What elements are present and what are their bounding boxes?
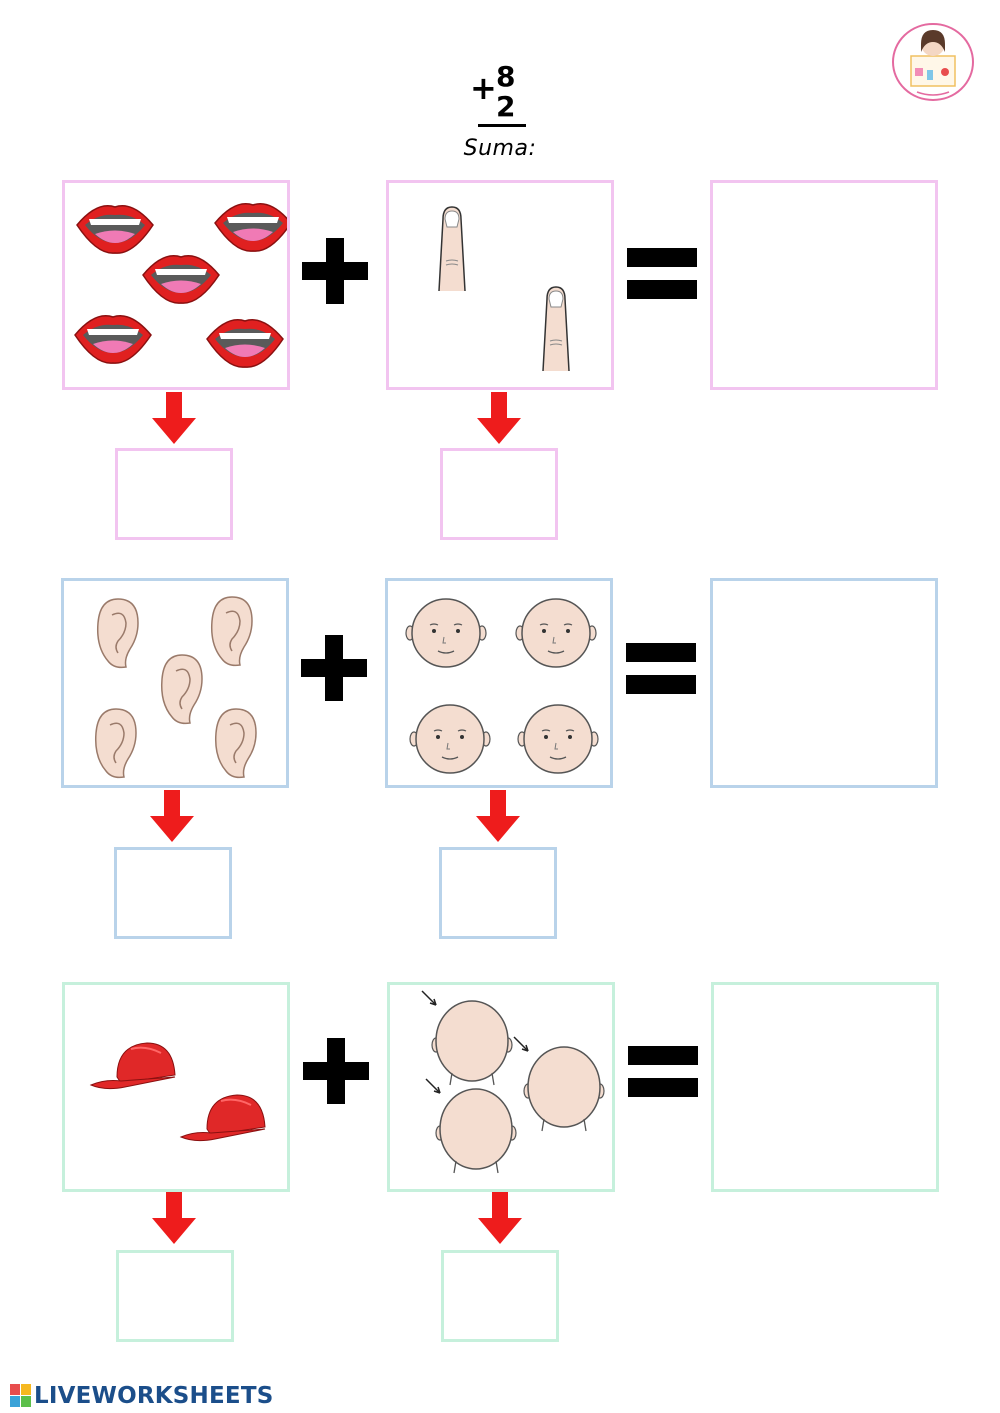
fingers-group xyxy=(438,206,570,372)
down-arrow-icon xyxy=(477,392,521,444)
row3-left-picture-box xyxy=(62,982,290,1192)
row2-left-count-box[interactable] xyxy=(114,847,232,939)
mouths-group xyxy=(74,203,287,368)
equals-sign-icon xyxy=(628,1046,698,1098)
mouth-icon xyxy=(74,315,152,364)
head-icon xyxy=(425,1078,517,1174)
equals-sign-icon xyxy=(627,248,697,300)
head-icon xyxy=(513,1036,605,1132)
heads-group xyxy=(421,990,605,1174)
plus-sign-icon xyxy=(302,238,368,304)
row2-left-picture-box xyxy=(61,578,289,788)
row2-result-box[interactable] xyxy=(710,578,938,788)
sum-operator: + xyxy=(470,69,497,107)
ear-icon xyxy=(214,708,257,779)
down-arrow-icon xyxy=(476,790,520,842)
caps-group xyxy=(90,1042,266,1142)
author-logo-icon xyxy=(892,23,974,101)
ear-icon xyxy=(96,598,139,669)
liveworksheets-logo-icon xyxy=(10,1384,31,1407)
mouth-icon xyxy=(206,319,284,368)
mouth-icon xyxy=(142,255,220,304)
down-arrow-icon xyxy=(150,790,194,842)
mouth-icon xyxy=(76,205,154,254)
row3-right-count-box[interactable] xyxy=(441,1250,559,1342)
footer-brand[interactable]: LIVEWORKSHEETS xyxy=(10,1381,273,1411)
row1-right-count-box[interactable] xyxy=(440,448,558,540)
ears-group xyxy=(94,596,257,779)
down-arrow-icon xyxy=(478,1192,522,1244)
row3-left-count-box[interactable] xyxy=(116,1250,234,1342)
face-icon xyxy=(409,704,491,774)
mouth-icon xyxy=(214,203,287,252)
face-icon xyxy=(405,598,487,668)
plus-sign-icon xyxy=(301,635,367,701)
ear-icon xyxy=(94,708,137,779)
row3-right-picture-box xyxy=(387,982,615,1192)
row2-right-count-box[interactable] xyxy=(439,847,557,939)
row1-left-picture-box xyxy=(62,180,290,390)
sum-line xyxy=(478,124,526,127)
row1-right-picture-box xyxy=(386,180,614,390)
row3-result-box[interactable] xyxy=(711,982,939,1192)
down-arrow-icon xyxy=(152,1192,196,1244)
author-logo xyxy=(891,22,975,102)
finger-icon xyxy=(438,206,466,292)
row2-right-picture-box xyxy=(385,578,613,788)
face-icon xyxy=(517,704,599,774)
face-icon xyxy=(515,598,597,668)
sum-bottom-number: 2 xyxy=(496,90,516,123)
ear-icon xyxy=(210,596,253,667)
equals-sign-icon xyxy=(626,643,696,695)
row1-left-count-box[interactable] xyxy=(115,448,233,540)
row1-result-box[interactable] xyxy=(710,180,938,390)
ear-icon xyxy=(160,654,203,725)
cap-icon xyxy=(180,1094,266,1142)
cap-icon xyxy=(90,1042,176,1090)
plus-sign-icon xyxy=(303,1038,369,1104)
sum-top-number: 8 xyxy=(496,60,516,93)
suma-label: Suma: xyxy=(463,136,537,161)
down-arrow-icon xyxy=(152,392,196,444)
finger-icon xyxy=(542,286,570,372)
footer-brand-text: LIVEWORKSHEETS xyxy=(34,1383,274,1409)
faces-group xyxy=(405,598,599,774)
head-icon xyxy=(421,990,513,1086)
